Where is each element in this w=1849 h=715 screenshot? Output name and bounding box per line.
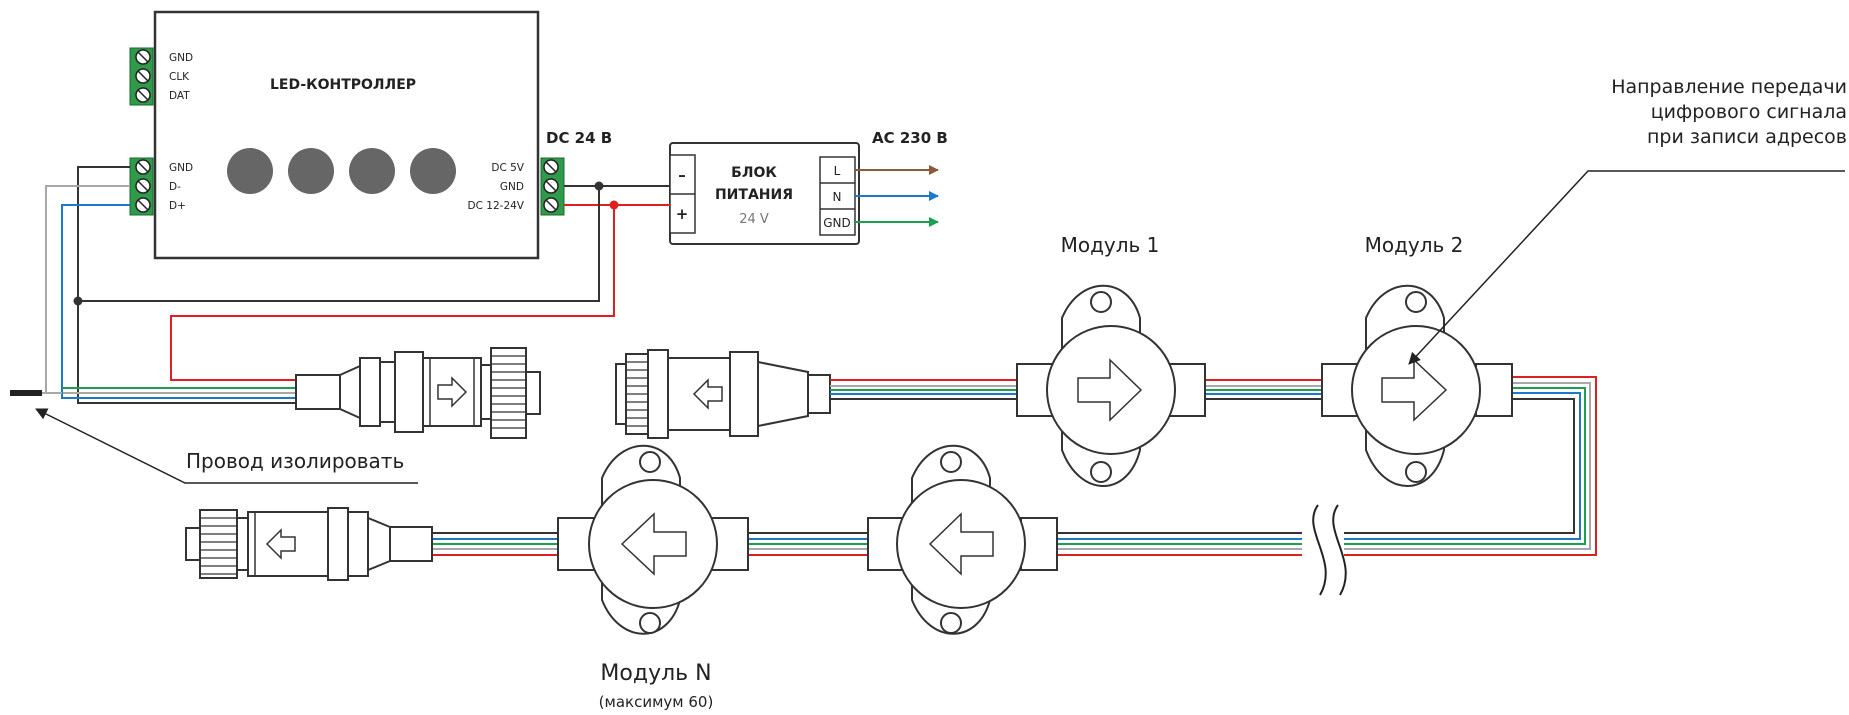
module-n-minus-1-arrow-left-icon: [928, 512, 994, 576]
module-2-arrow-right-icon: [1381, 358, 1448, 422]
psu-plus-label: +: [676, 205, 689, 223]
controller-button-1: [227, 148, 273, 194]
direction-arrow-right-icon: [437, 376, 468, 408]
terminal-label-d-minus: D-: [169, 181, 181, 193]
psu-output-n: N: [833, 190, 842, 204]
terminal-label-dat: DAT: [169, 90, 190, 102]
module-n-minus-1: [867, 444, 1058, 635]
psu-output-l: L: [834, 164, 841, 178]
direction-line-1: Направление передачи: [1611, 76, 1847, 98]
controller-button-4: [410, 148, 456, 194]
terminal-label-dc5v: DC 5V: [491, 162, 524, 174]
connector-output-female: [615, 349, 831, 439]
junction-plus: [609, 200, 619, 210]
controller-title: LED-КОНТРОЛЛЕР: [270, 77, 416, 93]
controller-button-3: [349, 148, 395, 194]
power-supply: – + БЛОК ПИТАНИЯ 24 V L N GND: [669, 142, 860, 245]
controller-button-2: [288, 148, 334, 194]
module-1-arrow-right-icon: [1077, 358, 1143, 422]
module-2: [1321, 284, 1513, 487]
terminal-label-gnd-right: GND: [500, 181, 524, 193]
psu-minus-label: –: [678, 166, 686, 184]
insulated-wire-end: [10, 390, 42, 396]
terminal-label-gnd-left: GND: [169, 162, 193, 174]
connector-input-male: [295, 347, 541, 439]
terminal-label-d-plus: D+: [169, 200, 186, 212]
module-1-label: Модуль 1: [1061, 233, 1160, 257]
dc-24v-label: DC 24 В: [546, 129, 612, 147]
led-controller: LED-КОНТРОЛЛЕР: [153, 10, 540, 260]
psu-output-gnd: GND: [823, 216, 851, 230]
terminal-block-right: [540, 157, 565, 216]
junction-gnd-left: [73, 296, 83, 306]
psu-title-line2: ПИТАНИЯ: [715, 187, 793, 203]
terminal-block-top: [129, 47, 154, 106]
module-n-arrow-left-icon: [620, 512, 687, 576]
module-1: [1016, 284, 1206, 487]
module-n-label: Модуль N: [600, 661, 711, 686]
direction-line-2: цифрового сигнала: [1651, 101, 1847, 123]
module-2-label: Модуль 2: [1365, 233, 1464, 257]
direction-arrow-left-icon: [692, 378, 723, 410]
psu-voltage: 24 V: [739, 212, 769, 227]
insulate-pointer: [35, 408, 418, 484]
signal-direction-annotation: Направление передачи цифрового сигнала п…: [1408, 76, 1847, 365]
direction-pointer: [1408, 170, 1845, 365]
insulate-annotation: Провод изолировать: [35, 408, 418, 484]
direction-line-3: при записи адресов: [1647, 126, 1847, 148]
ac-230v-label: AC 230 В: [872, 129, 948, 147]
terminal-block-left: [129, 157, 154, 216]
junction-gnd: [594, 181, 604, 191]
controller-terminal-labels: GND CLK DAT GND D- D+ DC 5V GND DC 12-24…: [169, 52, 525, 212]
module-n-note: (максимум 60): [599, 693, 714, 711]
end-connector-arrow-left-icon: [265, 528, 296, 560]
connector-end: [185, 507, 433, 581]
terminal-label-clk: CLK: [169, 71, 190, 83]
terminal-label-gnd-top: GND: [169, 52, 193, 64]
module-n: [557, 444, 749, 635]
terminal-label-dc12-24v: DC 12-24V: [468, 200, 525, 212]
psu-title-line1: БЛОК: [731, 165, 777, 181]
cable-break-mark: [1302, 504, 1347, 596]
insulate-label: Провод изолировать: [186, 449, 404, 473]
power-wiring: [45, 166, 670, 404]
